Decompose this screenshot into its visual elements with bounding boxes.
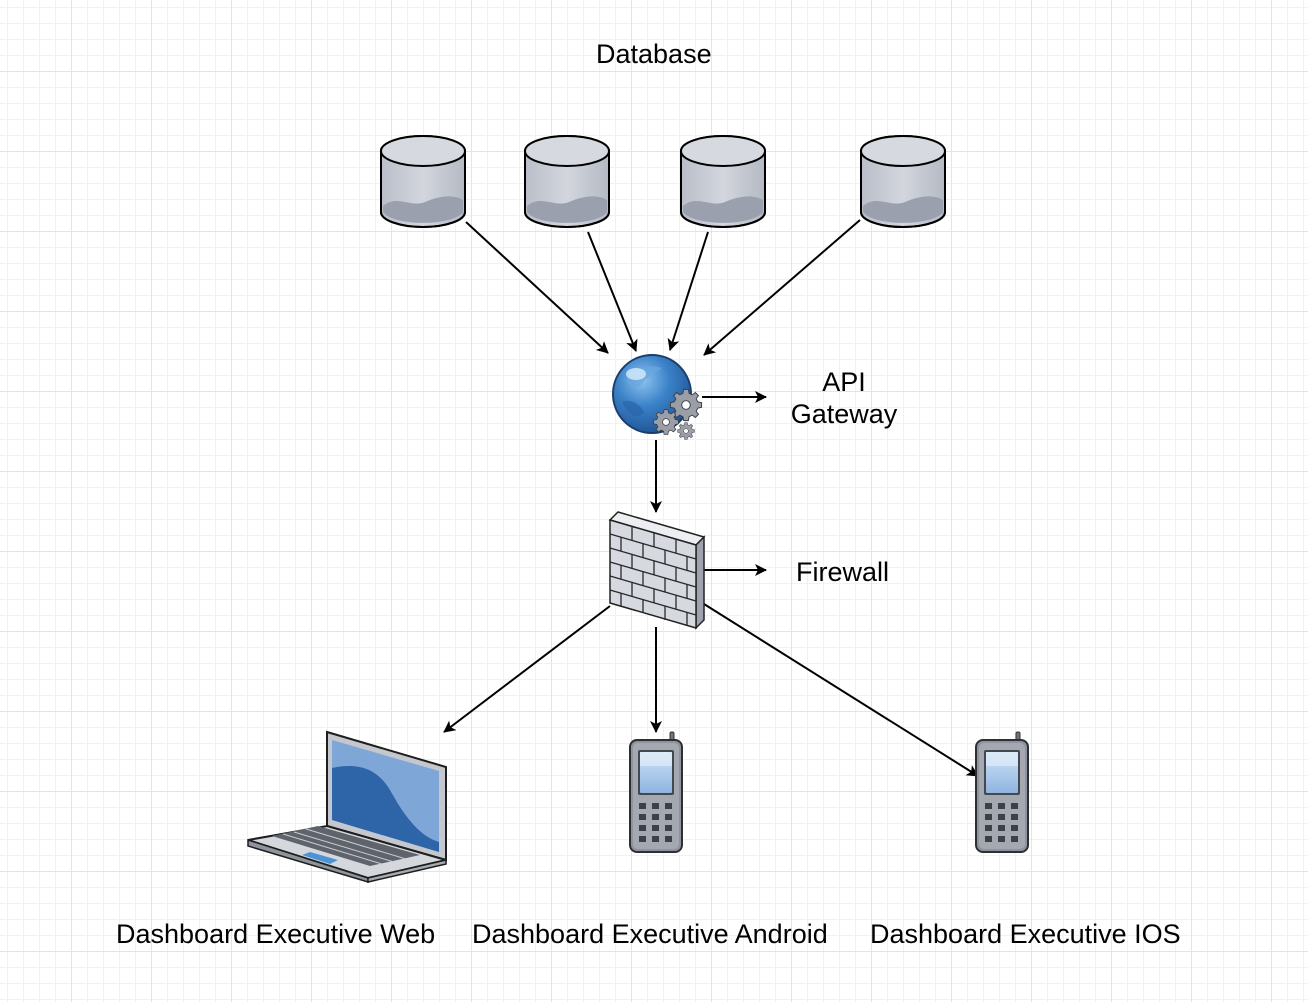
- edges: [443, 219, 979, 777]
- edge-db2-gateway: [587, 231, 638, 352]
- edge-db4-gateway: [703, 219, 861, 356]
- edge-firewall-ios: [703, 603, 979, 777]
- database-icon[interactable]: [380, 135, 466, 228]
- android-label: Dashboard Executive Android: [472, 919, 828, 949]
- edge-db1-gateway: [465, 221, 609, 354]
- brick-wall-icon[interactable]: [608, 511, 706, 630]
- mobile-phone-icon[interactable]: [629, 731, 683, 853]
- globe-gears-icon[interactable]: [612, 354, 703, 440]
- edge-db3-gateway: [667, 231, 709, 351]
- database-label: Database: [596, 39, 712, 69]
- api-gateway-label: API Gateway: [782, 366, 906, 430]
- api-gateway-label-line1: API: [822, 367, 866, 397]
- api-gateway-label-line2: Gateway: [790, 399, 898, 429]
- mobile-phone-icon[interactable]: [975, 731, 1029, 853]
- firewall-label: Firewall: [796, 557, 890, 587]
- database-icon[interactable]: [524, 135, 610, 228]
- web-label: Dashboard Executive Web: [116, 919, 436, 949]
- edge-firewall-laptop: [443, 605, 611, 733]
- laptop-icon[interactable]: [247, 730, 447, 884]
- database-icon[interactable]: [860, 135, 946, 228]
- ios-label: Dashboard Executive IOS: [870, 919, 1181, 949]
- database-icon[interactable]: [680, 135, 766, 228]
